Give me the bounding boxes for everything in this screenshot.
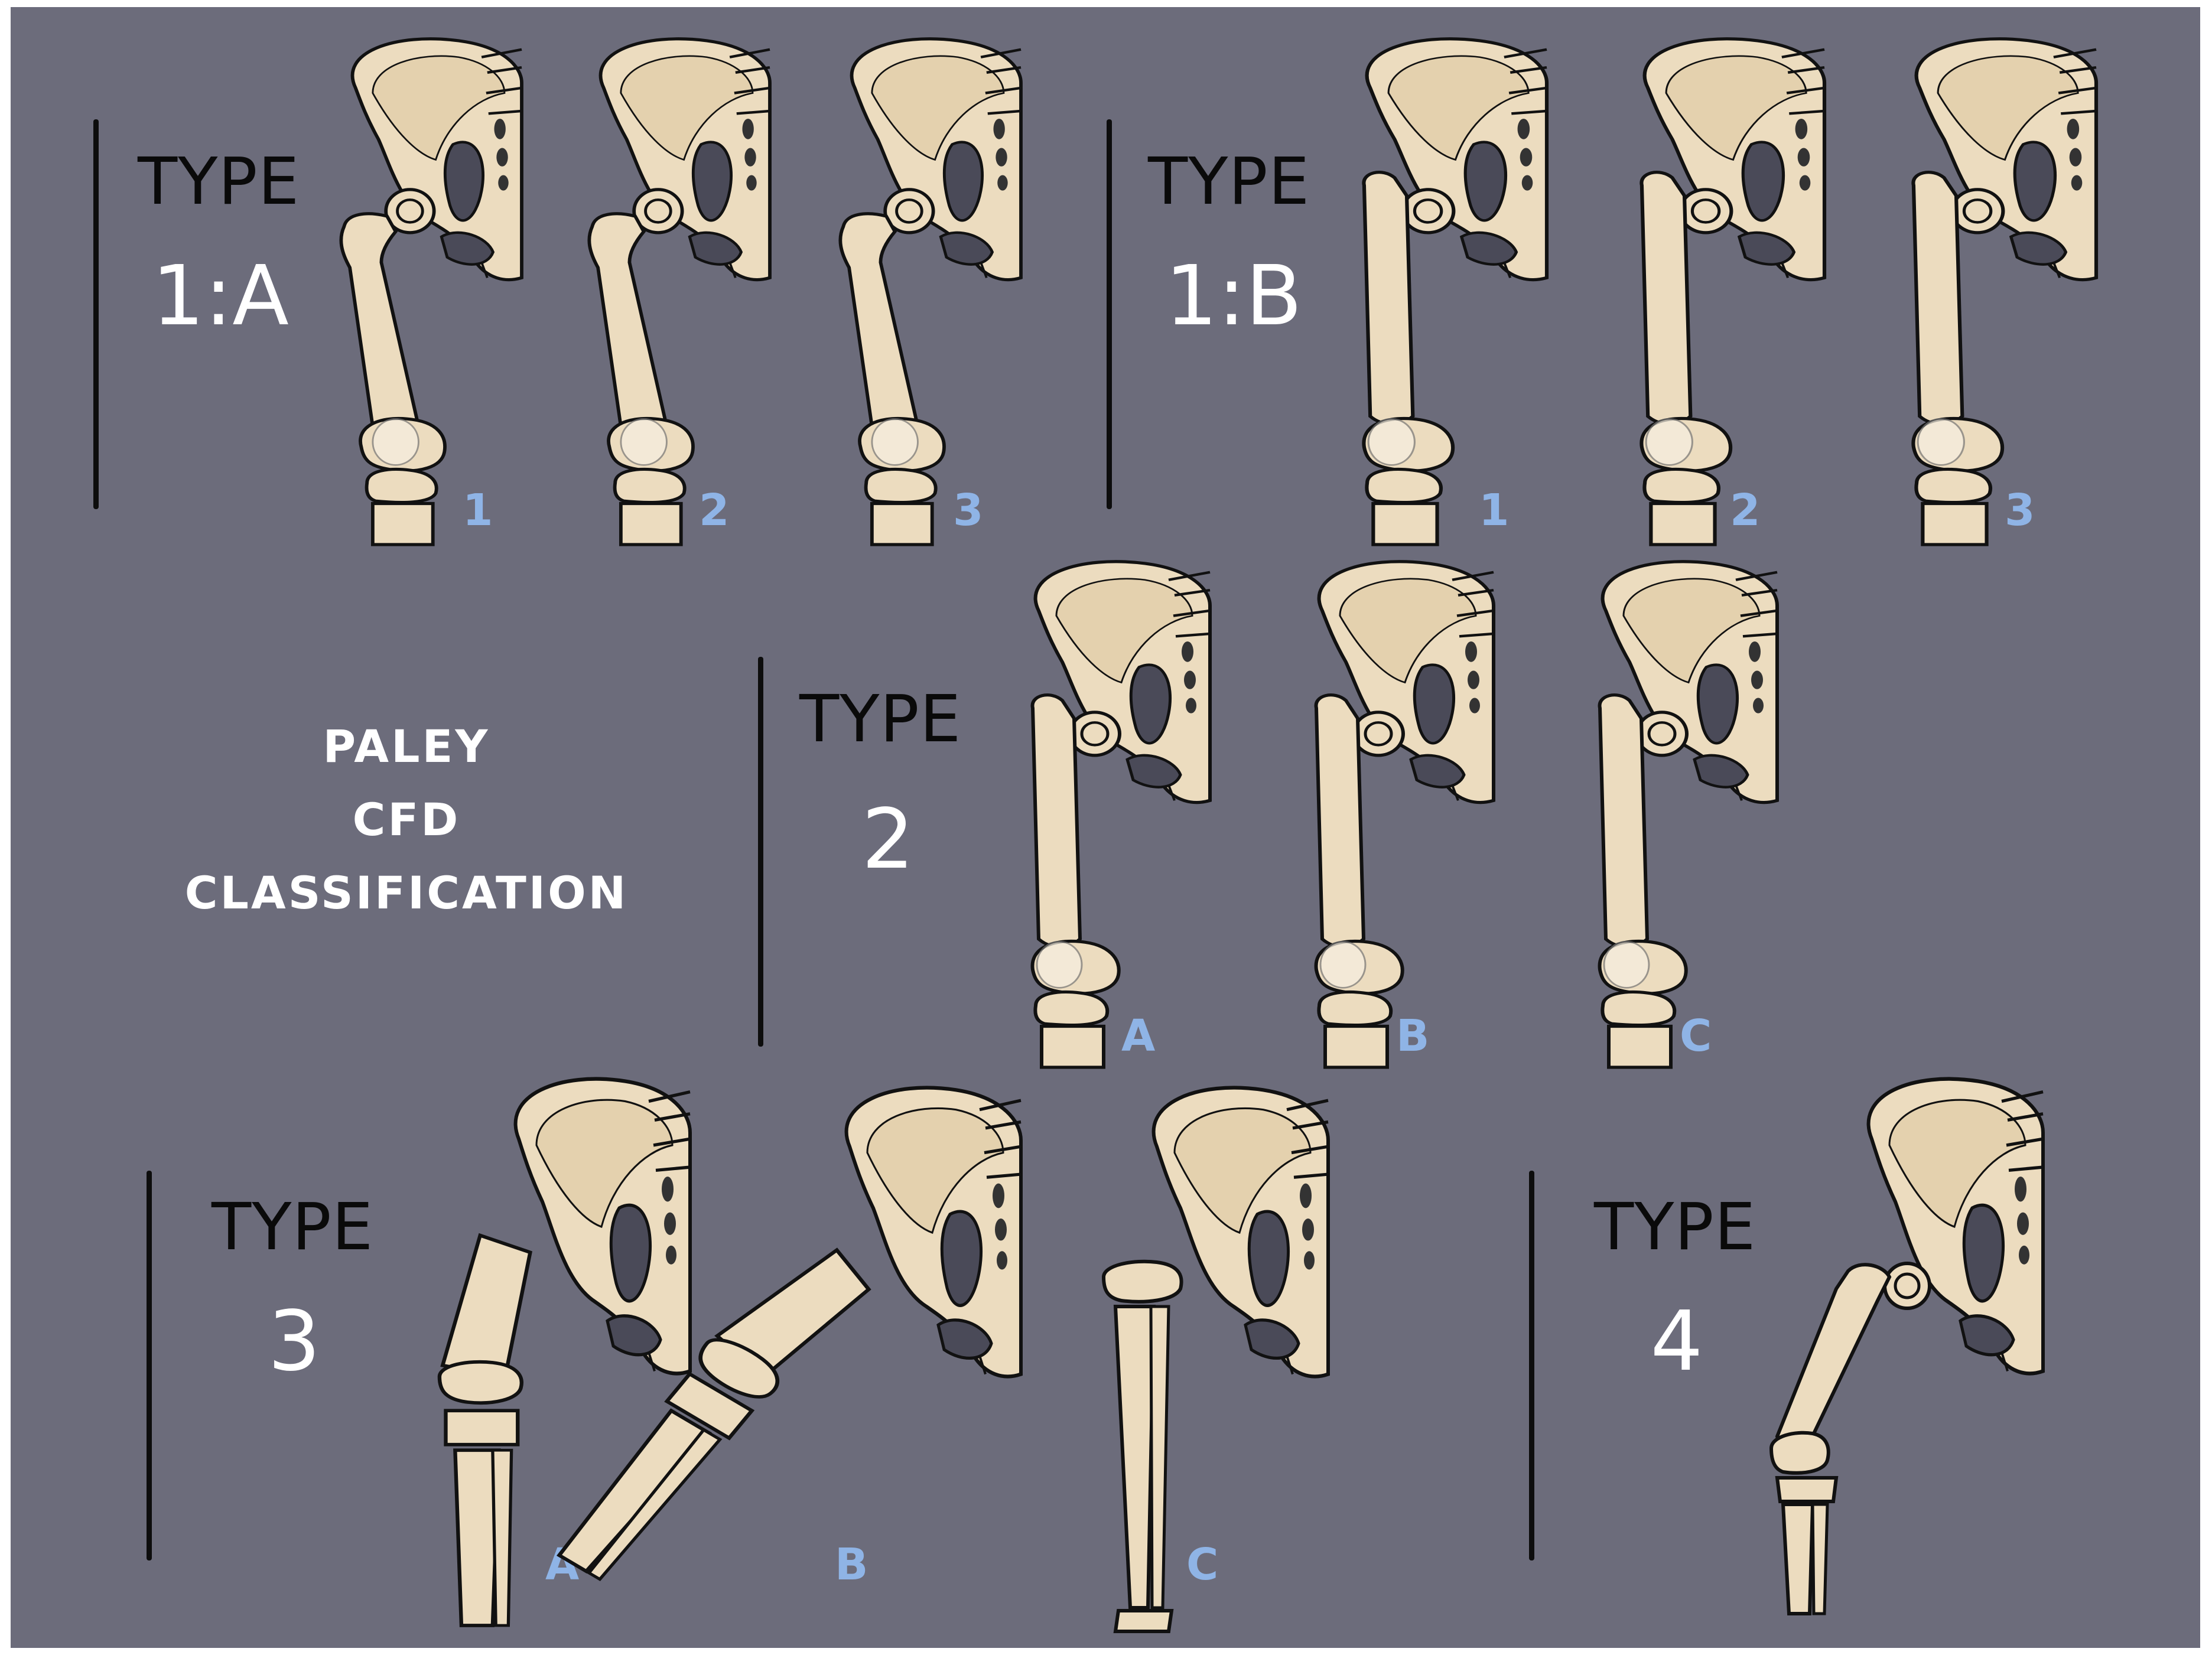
figure-type1a-3 xyxy=(832,37,1021,545)
figure-type3-c-leg xyxy=(1101,1259,1183,1633)
type-number: 4 xyxy=(1650,1294,1703,1390)
group-divider xyxy=(1107,119,1112,509)
type-label: TYPE xyxy=(212,1189,374,1265)
variant-label: 2 xyxy=(1730,485,1761,536)
figure-type3-b-pelvis xyxy=(826,1085,1021,1380)
type-label: TYPE xyxy=(1148,144,1310,219)
type-number: 3 xyxy=(268,1294,321,1390)
diagram-title: PALEY CFD CLASSIFICATION xyxy=(135,710,678,930)
variant-label: 3 xyxy=(953,485,984,536)
variant-label: A xyxy=(1121,1011,1156,1061)
group-divider xyxy=(147,1171,152,1560)
variant-label: 3 xyxy=(2005,485,2035,536)
group-divider xyxy=(1529,1171,1534,1560)
variant-label: B xyxy=(835,1539,868,1590)
variant-label: 1 xyxy=(1479,485,1510,536)
figure-type3-a-leg xyxy=(430,1230,536,1625)
variant-label: 2 xyxy=(699,485,730,536)
type-label: TYPE xyxy=(138,144,300,219)
figure-type1a-1 xyxy=(333,37,522,545)
group-divider xyxy=(758,657,763,1047)
variant-label: B xyxy=(1396,1011,1430,1061)
type-number: 1:B xyxy=(1164,248,1303,344)
title-line-3: CLASSIFICATION xyxy=(184,866,629,919)
figure-type4-leg xyxy=(1769,1262,1931,1615)
figure-type1b-1 xyxy=(1346,37,1547,545)
group-divider xyxy=(93,119,99,509)
figure-type2-c xyxy=(1582,559,1777,1067)
figure-type1b-2 xyxy=(1624,37,1824,545)
figure-type1a-2 xyxy=(581,37,770,545)
type-number: 2 xyxy=(861,791,915,888)
figure-type3-b-leg xyxy=(737,1236,850,1625)
variant-label: C xyxy=(1186,1539,1219,1590)
type-label: TYPE xyxy=(799,681,962,757)
variant-label: 1 xyxy=(463,485,493,536)
title-line-2: CFD xyxy=(352,793,461,846)
type-label: TYPE xyxy=(1594,1189,1756,1265)
figure-type2-b xyxy=(1299,559,1494,1067)
title-line-1: PALEY xyxy=(323,720,490,773)
figure-type2-a xyxy=(1015,559,1210,1067)
variant-label: C xyxy=(1680,1011,1712,1061)
diagram-canvas: TYPE 1:A 1 2 3 TYPE 1:B 1 2 3 PALEY CFD … xyxy=(11,7,2200,1648)
figure-type1b-3 xyxy=(1895,37,2096,545)
type-number: 1:A xyxy=(151,248,289,344)
